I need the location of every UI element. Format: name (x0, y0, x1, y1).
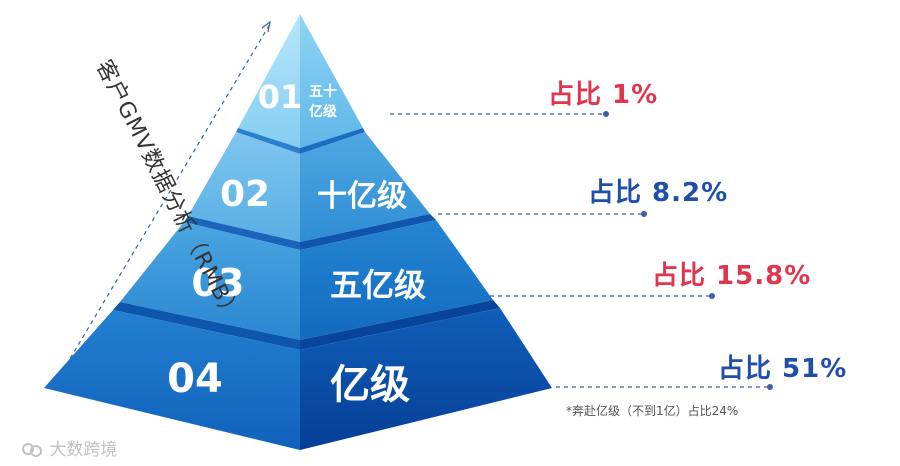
tier-2-share: 占比 8.2% (588, 178, 729, 208)
tier-4-share: 占比 51% (718, 354, 848, 384)
watermark-text: 大数跨境 (49, 440, 118, 460)
tier-4-label: 亿级 (330, 362, 410, 408)
tier-2-number: 02 (220, 174, 270, 215)
pyramid-tier-2: 02 十亿级 (188, 128, 430, 242)
tier-1-label-line1: 五十 (309, 83, 337, 100)
tier-2-label: 十亿级 (317, 179, 407, 214)
tier-3-label: 五亿级 (330, 266, 426, 304)
connector-3-dot (709, 293, 715, 299)
tier-1-share: 占比 1% (548, 80, 659, 110)
pyramid-tier-1: 01 五十 亿级 (238, 14, 363, 148)
connector-1-dot (603, 111, 609, 117)
tier-3-number: 03 (192, 261, 245, 305)
connector-2-dot (641, 211, 647, 217)
tier-4-number: 04 (167, 356, 223, 402)
axis-arrow (61, 20, 271, 373)
pyramid-tier-3: 03 五亿级 (120, 214, 493, 340)
footnote: *奔赴亿级（不到1亿）占比24% (566, 404, 739, 418)
connector-lines (390, 111, 773, 390)
tier-1-number: 01 (258, 78, 303, 116)
watermark: 大数跨境 (22, 435, 117, 460)
brand-logo-icon (22, 441, 44, 459)
pyramid-tier-4: 04 亿级 (44, 300, 552, 450)
connector-4-dot (767, 384, 773, 390)
tier-3-share: 占比 15.8% (652, 261, 812, 291)
tier-1-label-line2: 亿级 (309, 103, 338, 120)
